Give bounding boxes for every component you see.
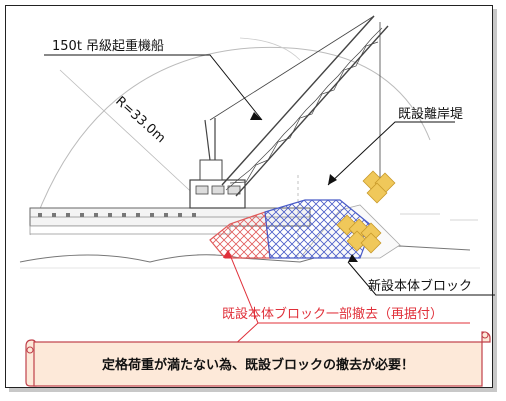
breakwater-arrow-head [328, 174, 337, 185]
new-block-arrow-head [348, 254, 358, 262]
crane-ship-label: 150t 吊級起重機船 [52, 38, 164, 54]
suspended-block-group [362, 170, 396, 204]
radius-label: R=33.0m [112, 94, 168, 146]
existing-breakwater-label: 既設離岸堤 [398, 106, 463, 122]
removal-leader-arm [227, 249, 259, 324]
crane-body [189, 118, 246, 209]
removal-label: 既設本体ブロック一部撤去（再据付） [222, 306, 443, 322]
new-block-group [336, 214, 382, 254]
crane-boom [209, 15, 389, 197]
removal-arrow-head [223, 250, 232, 258]
crane-arrow-head [250, 112, 262, 120]
new-block-label: 新設本体ブロック [368, 278, 472, 294]
warning-message: 定格荷重が満たない為、既設ブロックの撤去が必要！ [101, 357, 414, 373]
leader-lines [44, 54, 495, 296]
diagram-frame [5, 5, 493, 388]
radius-line [59, 69, 201, 201]
warning-banner: 定格荷重が満たない為、既設ブロックの撤去が必要！ [25, 331, 491, 387]
radius-arc [29, 37, 431, 236]
